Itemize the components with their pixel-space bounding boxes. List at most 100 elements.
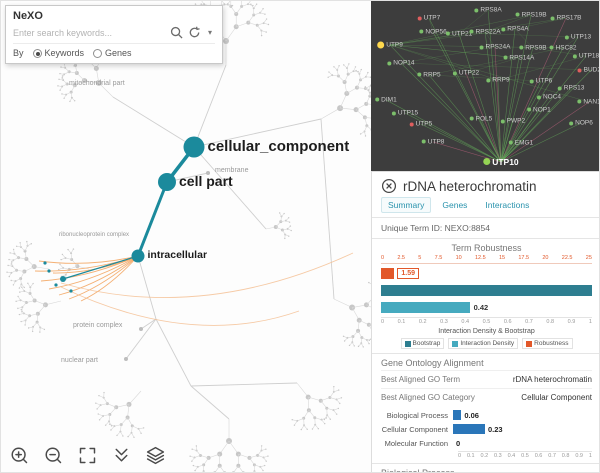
tab-genes[interactable]: Genes (442, 200, 468, 210)
gene-node-utp15[interactable]: UTP15 (391, 110, 418, 117)
table-row: Best Aligned GO Category Cellular Compon… (381, 388, 592, 406)
search-panel: NeXO ▾ By Keywords Genes (5, 5, 223, 64)
gene-node-rps13[interactable]: RPS13 (557, 85, 584, 92)
gene-node-label: PWP2 (506, 117, 526, 125)
search-input[interactable] (13, 27, 166, 38)
bootstrap-bar (381, 285, 592, 296)
gene-node-rrp5[interactable]: RRP5 (417, 71, 441, 78)
gene-node-dot (479, 45, 484, 50)
gene-node-dot (419, 29, 424, 34)
gene-node-rps8a[interactable]: RPS8A (474, 7, 502, 14)
gene-node-rps17b[interactable]: RPS17B (550, 15, 582, 22)
gene-node-pol5[interactable]: POL5 (469, 115, 492, 122)
tab-interactions[interactable]: Interactions (485, 200, 530, 210)
layers-button[interactable] (144, 444, 167, 467)
gene-node-label: RPS14A (509, 54, 535, 62)
refresh-icon[interactable] (187, 25, 202, 40)
gene-node-utp5[interactable]: UTP5 (409, 121, 432, 128)
gene-node-dim1[interactable]: DIM1 (375, 96, 397, 103)
gene-node-utp18[interactable]: UTP18 (572, 53, 599, 60)
radio-keywords[interactable]: Keywords (32, 48, 84, 58)
zoom-in-button[interactable] (8, 444, 31, 467)
axis-tick-label: 0.1 (466, 453, 475, 459)
axis-tick-label: 0.5 (521, 453, 529, 459)
legend-item[interactable]: Interaction Density (448, 338, 519, 349)
go-chart-bar (453, 424, 485, 434)
by-label: By (13, 48, 24, 58)
axis-tick-label: 0.2 (480, 453, 489, 459)
gene-node-label: HSC82 (555, 44, 577, 52)
zoom-out-button[interactable] (42, 444, 65, 467)
go-chart-row: Molecular Function 0 (381, 436, 592, 450)
legend-swatch (526, 340, 533, 347)
gene-node-utp7[interactable]: UTP7 (417, 14, 441, 22)
gene-node-nan1[interactable]: NAN1 (577, 98, 599, 105)
divider (372, 353, 599, 354)
go-chart-value: 0.23 (487, 424, 503, 434)
gene-node-rrp9[interactable]: RRP9 (486, 76, 510, 84)
search-icon[interactable] (169, 25, 184, 40)
gene-node-pwp2[interactable]: PWP2 (500, 117, 526, 125)
radio-genes[interactable]: Genes (93, 48, 132, 58)
legend-item[interactable]: Robustness (522, 338, 573, 349)
gene-node-dot (409, 122, 414, 127)
gene-node-rps14a[interactable]: RPS14A (503, 54, 534, 61)
radio-genes-control[interactable] (93, 48, 103, 58)
gene-node-nop14[interactable]: NOP14 (387, 59, 415, 67)
gene-node-utp22[interactable]: UTP22 (452, 70, 479, 77)
gene-node-rps24a[interactable]: RPS24A (479, 44, 510, 51)
ontology-tree-canvas[interactable] (1, 1, 371, 473)
radio-keywords-control[interactable] (32, 48, 42, 58)
legend-item[interactable]: Bootstrap (400, 338, 445, 349)
gene-node-rps9b[interactable]: RPS9B (519, 44, 547, 51)
gene-node-rps22a[interactable]: RPS22A (469, 28, 501, 35)
tree-term-node-label[interactable]: intracellular (147, 249, 208, 262)
gene-node-utp6[interactable]: UTP6 (529, 77, 553, 85)
gene-node-utp10[interactable]: UTP10 (483, 157, 519, 167)
gene-node-nop56[interactable]: NOP56 (419, 28, 447, 35)
axis-tick-label: 0.4 (461, 319, 470, 325)
gene-node-utp9[interactable]: UTP9 (377, 41, 403, 49)
interaction-density-bar-row: 0.42 (381, 300, 592, 315)
gene-node-emg1[interactable]: EMG1 (508, 139, 533, 146)
gene-node-label: UTP9 (386, 41, 403, 49)
go-category-value: Cellular Component (521, 393, 592, 402)
gene-node-label: NOP14 (393, 59, 415, 67)
gene-node-utp13[interactable]: UTP13 (564, 34, 591, 41)
gene-node-label: UTP7 (423, 14, 441, 22)
gene-node-rps4a[interactable]: RPS4A (501, 26, 529, 33)
gene-node-dot (377, 41, 385, 49)
app-title: NeXO (13, 10, 43, 22)
robustness-bars: 1.59 0.42 (381, 266, 592, 315)
axis-tick-label: 0.9 (575, 453, 583, 459)
axis-tick-label: 17.5 (518, 255, 530, 261)
axis-tick-label: 0.6 (534, 453, 543, 459)
gene-node-dot (503, 55, 508, 60)
tab-summary[interactable]: Summary (381, 197, 432, 213)
gene-node-hsc82[interactable]: HSC82 (549, 44, 577, 52)
gene-node-nop1[interactable]: NOP1 (527, 106, 551, 113)
gene-node-utp8[interactable]: UTP8 (421, 138, 444, 145)
gene-node-dot (557, 86, 562, 91)
gene-node-label: UTP6 (535, 77, 553, 85)
gene-node-nop6[interactable]: NOP6 (569, 120, 593, 127)
caret-down-icon[interactable]: ▾ (207, 28, 212, 37)
expand-branches-button[interactable] (110, 444, 133, 467)
gene-node-label: RRP9 (492, 76, 510, 84)
gene-node-bud21[interactable]: BUD21 (577, 66, 599, 74)
fit-to-screen-button[interactable] (76, 444, 99, 467)
gene-node-utp21[interactable]: UTP21 (445, 30, 472, 37)
gene-node-label: BUD21 (583, 66, 599, 74)
tree-term-node-label[interactable]: cellular_component (207, 137, 350, 155)
tree-term-node-label[interactable]: cell part (179, 173, 233, 190)
legend-label: Robustness (534, 340, 569, 347)
close-icon[interactable] (381, 178, 397, 194)
gene-node-noc4[interactable]: NOC4 (536, 94, 561, 101)
gene-node-rps19b[interactable]: RPS19B (515, 11, 547, 18)
